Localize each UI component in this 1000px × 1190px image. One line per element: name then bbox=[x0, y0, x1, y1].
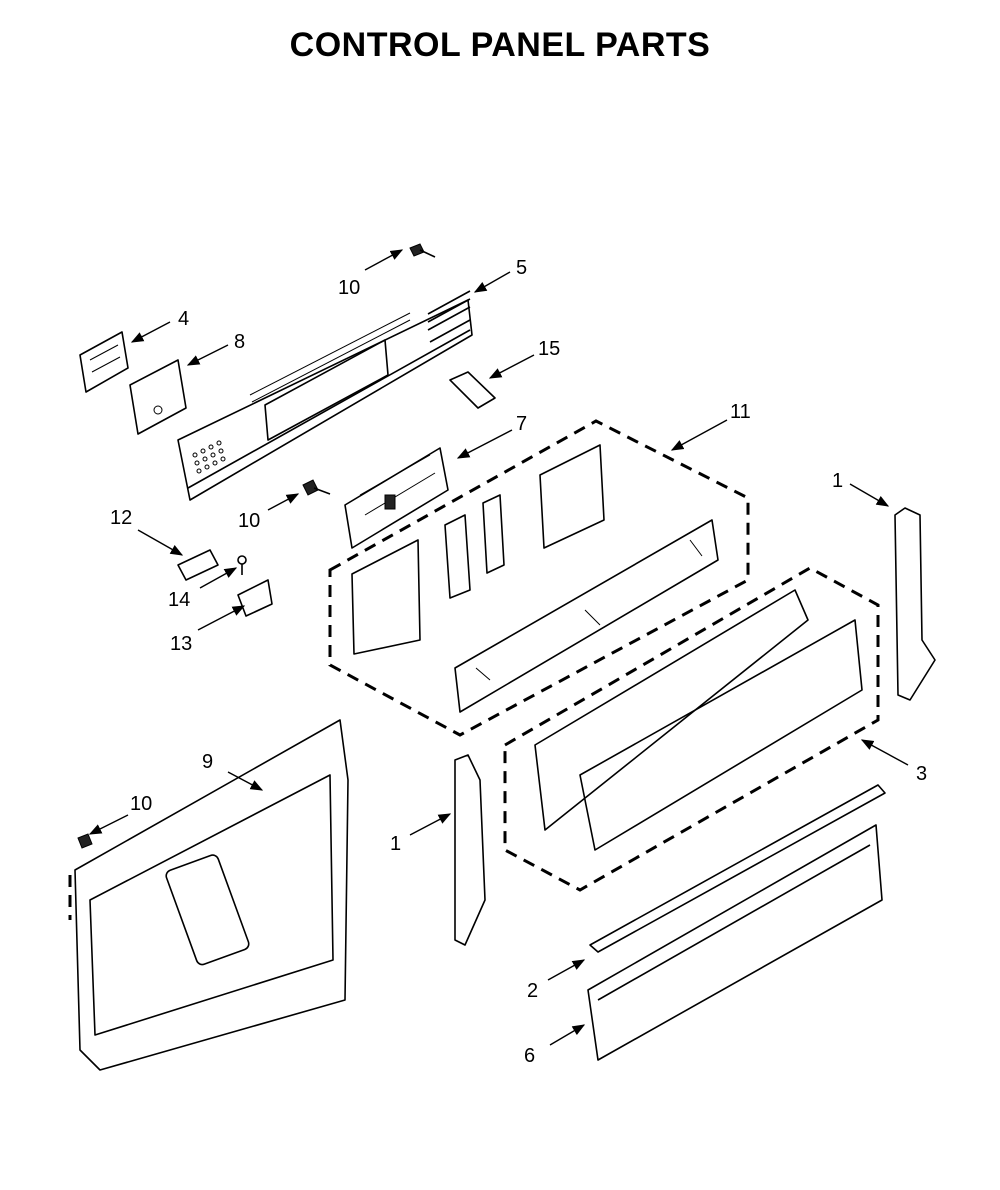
part-3-trim-assembly[interactable] bbox=[503, 566, 880, 892]
callout-9: 9 bbox=[202, 751, 213, 773]
part-10-screw-top[interactable] bbox=[409, 243, 436, 258]
callout-13: 13 bbox=[170, 633, 192, 655]
leader-lines bbox=[88, 249, 909, 1046]
callout-11: 11 bbox=[730, 401, 751, 423]
callout-10-bottom: 10 bbox=[130, 793, 152, 815]
callout-1-left: 1 bbox=[390, 833, 401, 855]
part-12-connector[interactable] bbox=[177, 549, 219, 581]
callout-15: 15 bbox=[538, 338, 560, 360]
callout-1-right: 1 bbox=[832, 470, 843, 492]
part-6-lower-panel[interactable] bbox=[587, 824, 883, 1061]
callout-7: 7 bbox=[516, 413, 527, 435]
part-14-screw[interactable] bbox=[237, 555, 247, 575]
part-5-control-panel-plate[interactable] bbox=[177, 290, 473, 501]
callout-10-top: 10 bbox=[338, 277, 360, 299]
callout-6: 6 bbox=[524, 1045, 535, 1067]
part-2-lower-rail[interactable] bbox=[589, 784, 886, 953]
callout-10-middle: 10 bbox=[238, 510, 260, 532]
part-1-right-side-bracket[interactable] bbox=[894, 507, 936, 701]
callout-3: 3 bbox=[916, 763, 927, 785]
part-9-back-panel[interactable] bbox=[68, 719, 349, 1071]
part-8-board[interactable] bbox=[129, 359, 187, 435]
callout-8: 8 bbox=[234, 331, 245, 353]
diagram-title: CONTROL PANEL PARTS bbox=[289, 26, 711, 64]
part-10-screw-bottom[interactable] bbox=[77, 833, 93, 849]
callout-14: 14 bbox=[168, 589, 190, 611]
callout-12: 12 bbox=[110, 507, 132, 529]
callout-4: 4 bbox=[178, 308, 189, 330]
part-13-bracket[interactable] bbox=[237, 579, 273, 617]
part-1-left-side-bracket[interactable] bbox=[454, 754, 486, 946]
part-10-screw-middle[interactable] bbox=[302, 479, 331, 496]
part-7-control-module[interactable] bbox=[344, 447, 449, 549]
part-11-display-assembly[interactable] bbox=[328, 419, 750, 737]
callout-2: 2 bbox=[527, 980, 538, 1002]
part-15-ribbon-cable[interactable] bbox=[449, 371, 496, 409]
callout-5: 5 bbox=[516, 257, 527, 279]
part-4-board[interactable] bbox=[79, 331, 129, 393]
